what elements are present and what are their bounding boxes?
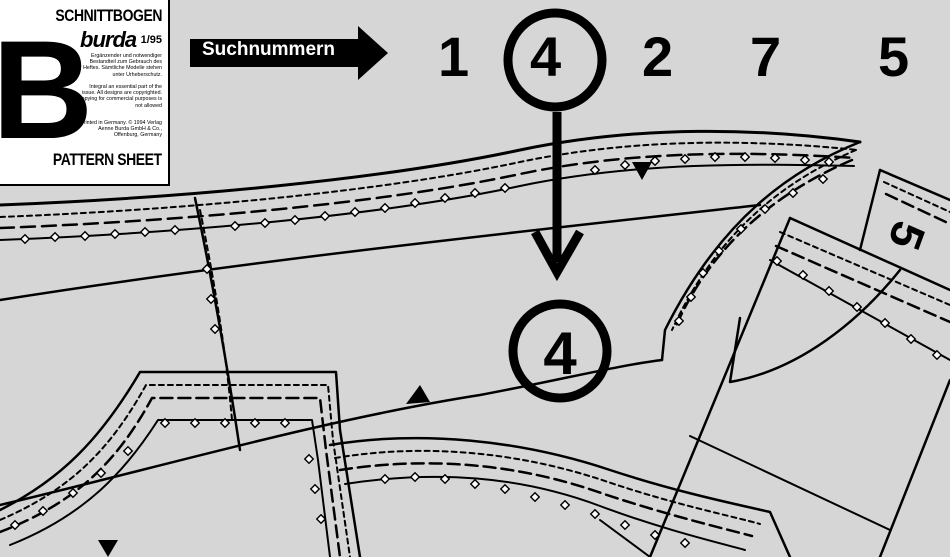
search-number-5: 5 xyxy=(878,25,910,88)
left-vertical-dashed xyxy=(199,209,233,421)
side-strip-dash2 xyxy=(884,192,950,226)
pocket-dash2 xyxy=(0,396,342,557)
right-horizontal xyxy=(689,435,891,531)
right-piece-edge xyxy=(788,216,950,292)
left-vertical xyxy=(193,196,242,452)
triangle-notches xyxy=(98,162,652,557)
side-strip-right xyxy=(878,378,950,557)
piece-number-5: 5 xyxy=(878,215,936,257)
armhole-dash xyxy=(671,149,857,331)
right-piece-line3 xyxy=(774,244,950,324)
notice-english: Integral an essential part of the issue.… xyxy=(77,84,162,109)
piece-number-4: 4 xyxy=(543,320,577,387)
pattern-sheet-label: B SCHNITTBOGEN burda 1/95 Ergänzender un… xyxy=(0,0,170,186)
lower-band-outer xyxy=(328,436,792,557)
arrow-right-icon xyxy=(190,26,388,80)
search-numbers-arrow: Suchnummern xyxy=(190,26,388,80)
highlight-circle xyxy=(503,8,607,112)
notch-marks xyxy=(9,151,943,549)
upper-band-dash1 xyxy=(0,141,859,218)
lower-band-dash2 xyxy=(338,462,754,538)
issue-number: 1/95 xyxy=(140,34,162,46)
pocket-dash1 xyxy=(0,384,351,557)
pocket-outer xyxy=(0,370,362,557)
armhole-dash2 xyxy=(674,158,854,328)
bottom-center-line xyxy=(599,519,651,557)
pocket-marked xyxy=(9,419,331,557)
upper-band-outer xyxy=(0,129,862,207)
right-long-diagonal xyxy=(648,216,792,557)
search-number-4: 4 xyxy=(530,25,562,88)
upper-band-marked xyxy=(0,163,855,241)
upper-band-dash2 xyxy=(0,152,858,230)
notice-german: Ergänzender und notwendiger Bestandteil … xyxy=(83,53,162,78)
search-arrow-head-icon xyxy=(531,229,584,282)
right-dart xyxy=(728,268,902,384)
search-numbers-label: Suchnummern xyxy=(202,39,336,60)
sheet-title-english: PATTERN SHEET xyxy=(53,150,162,169)
copyright-notice: Printed in Germany. © 1994 Verlag Aenne … xyxy=(80,120,162,139)
right-piece-line4 xyxy=(769,259,950,361)
search-number-7: 7 xyxy=(750,25,782,88)
long-diagonal xyxy=(0,203,762,302)
brand-logo: burda xyxy=(80,27,137,52)
search-number-2: 2 xyxy=(642,25,674,88)
right-piece-line2 xyxy=(779,231,950,306)
lower-band-dash1 xyxy=(334,449,761,525)
search-number-1: 1 xyxy=(438,25,470,88)
armhole-outer xyxy=(660,140,862,362)
side-strip-dash xyxy=(883,181,950,213)
side-strip-edge xyxy=(858,168,882,252)
sheet-letter: B xyxy=(0,11,93,168)
sheet-title-german: SCHNITTBOGEN xyxy=(55,6,162,25)
side-strip-left xyxy=(878,168,950,202)
piece-number-circle xyxy=(508,299,612,403)
